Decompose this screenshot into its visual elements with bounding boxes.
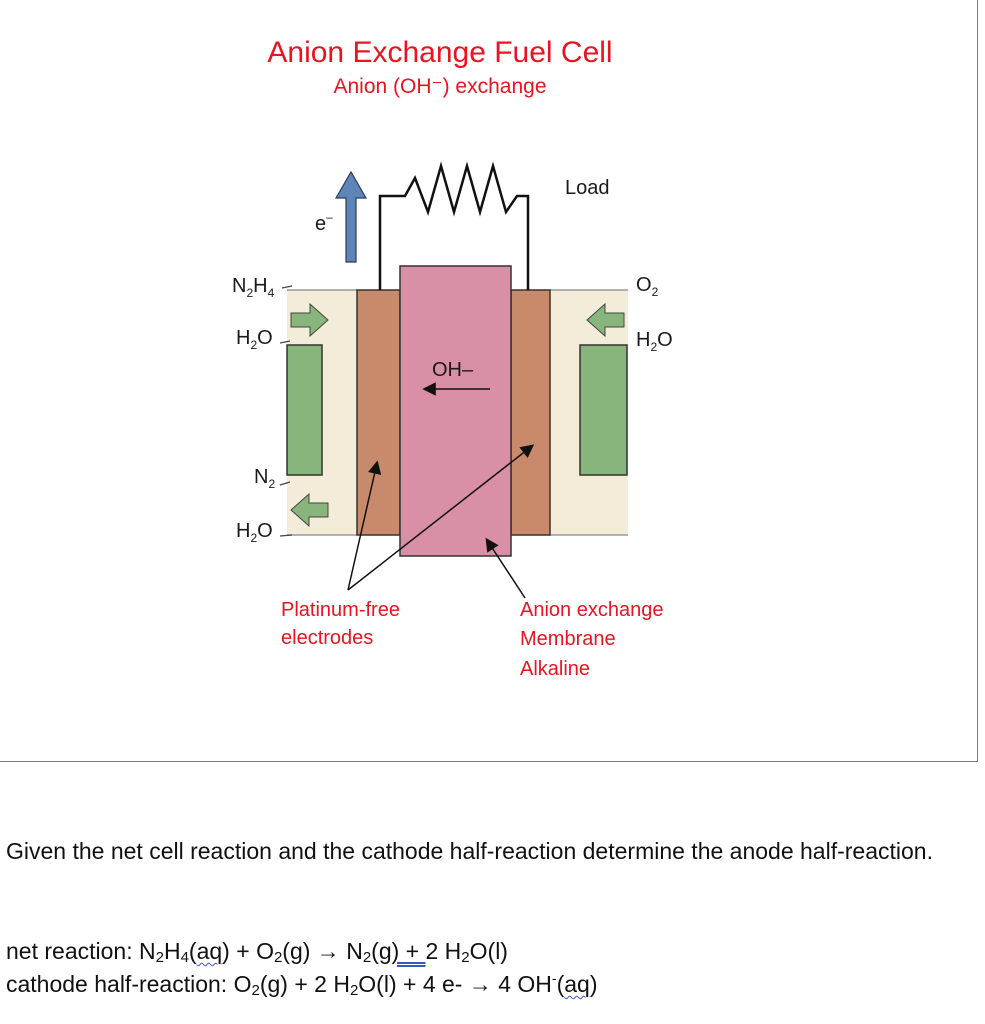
anode-output-water-label: H2O [236,520,273,545]
cathode-output-water-label: H2O [636,329,673,354]
anode-output-nitrogen-label: N2 [254,466,275,491]
diagram-frame [0,0,978,762]
anode-input-water-label: H2O [236,327,273,352]
electron-flow-arrow [334,170,368,263]
cathode-electrode [510,289,551,536]
membrane-callout-line [485,537,526,599]
anode-water-leader [279,340,291,344]
hydroxide-label: OH– [432,359,474,381]
anode-input-fuel-label: N2H4 [232,275,275,300]
membrane-label-line2: Membrane [520,628,616,650]
membrane-label-line1: Anion exchange [520,599,663,621]
cathode-input-oxygen-label: O2 [636,274,659,299]
electrode-label-line2: electrodes [281,627,373,649]
fuel-cell-diagram: Anion Exchange Fuel Cell Anion (OH⁻) exc… [232,36,673,680]
anode-output-water-leader [279,534,293,537]
load-label: Load [565,177,610,199]
membrane-label-line3: Alkaline [520,658,590,680]
electrode-callout-line-anode [347,460,382,591]
anode-electrode [356,289,401,536]
net-reaction: net reaction: N2H4(aq) + O2(g) → N2(g) +… [6,938,508,966]
question-text: Given the net cell reaction and the cath… [6,838,933,864]
anode-nitrogen-leader [279,481,291,486]
anode-flow-channel [286,344,323,476]
cathode-half-reaction: cathode half-reaction: O2(g) + 2 H2O(l) … [6,970,598,999]
anode-output-arrow-icon [290,492,329,528]
electrode-callout-line-cathode [347,444,535,591]
anode-input-arrow-icon [290,302,329,338]
cathode-input-arrow-icon [586,302,625,338]
diagram-subtitle: Anion (OH⁻) exchange [333,75,546,98]
diagram-title: Anion Exchange Fuel Cell [267,36,612,69]
external-circuit-wire [378,161,530,290]
membrane [399,265,512,557]
cathode-flow-channel [579,344,628,476]
electron-label: e– [315,210,333,235]
anode-fuel-leader [281,285,293,289]
electrode-label-line1: Platinum-free [281,599,400,621]
